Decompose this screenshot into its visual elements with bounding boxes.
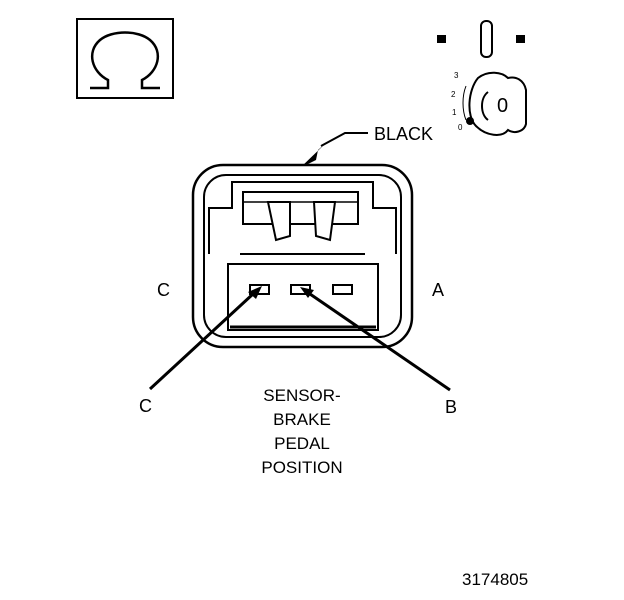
wire-color-label: BLACK (374, 124, 434, 144)
ignition-position-2: 2 (451, 90, 456, 99)
caption-line-4: POSITION (261, 458, 343, 477)
terminal-a-side-label: A (432, 280, 445, 300)
ignition-key-icon (437, 20, 527, 136)
terminal-c-pointer (148, 286, 262, 391)
caption-line-1: SENSOR- (263, 386, 341, 405)
caption-line-3: PEDAL (274, 434, 330, 453)
terminal-a-cavity (332, 284, 353, 295)
wire-color-pointer (300, 132, 368, 168)
pointer-b-label: B (445, 397, 458, 417)
locking-tab (242, 191, 359, 242)
ohm-symbol-icon (76, 18, 174, 99)
component-caption: SENSOR- BRAKE PEDAL POSITION (222, 384, 382, 480)
ignition-key-label: 0 (497, 95, 509, 117)
ignition-position-1: 1 (452, 108, 457, 117)
caption-line-2: BRAKE (273, 410, 331, 429)
pointer-c-label: C (139, 396, 152, 416)
connector-body (191, 163, 414, 349)
terminal-c-side-label: C (157, 280, 170, 300)
ignition-position-0: 0 (458, 123, 463, 132)
ignition-position-3: 3 (454, 71, 459, 80)
figure-number: 3174805 (462, 570, 529, 589)
terminal-b-pointer (300, 287, 451, 392)
